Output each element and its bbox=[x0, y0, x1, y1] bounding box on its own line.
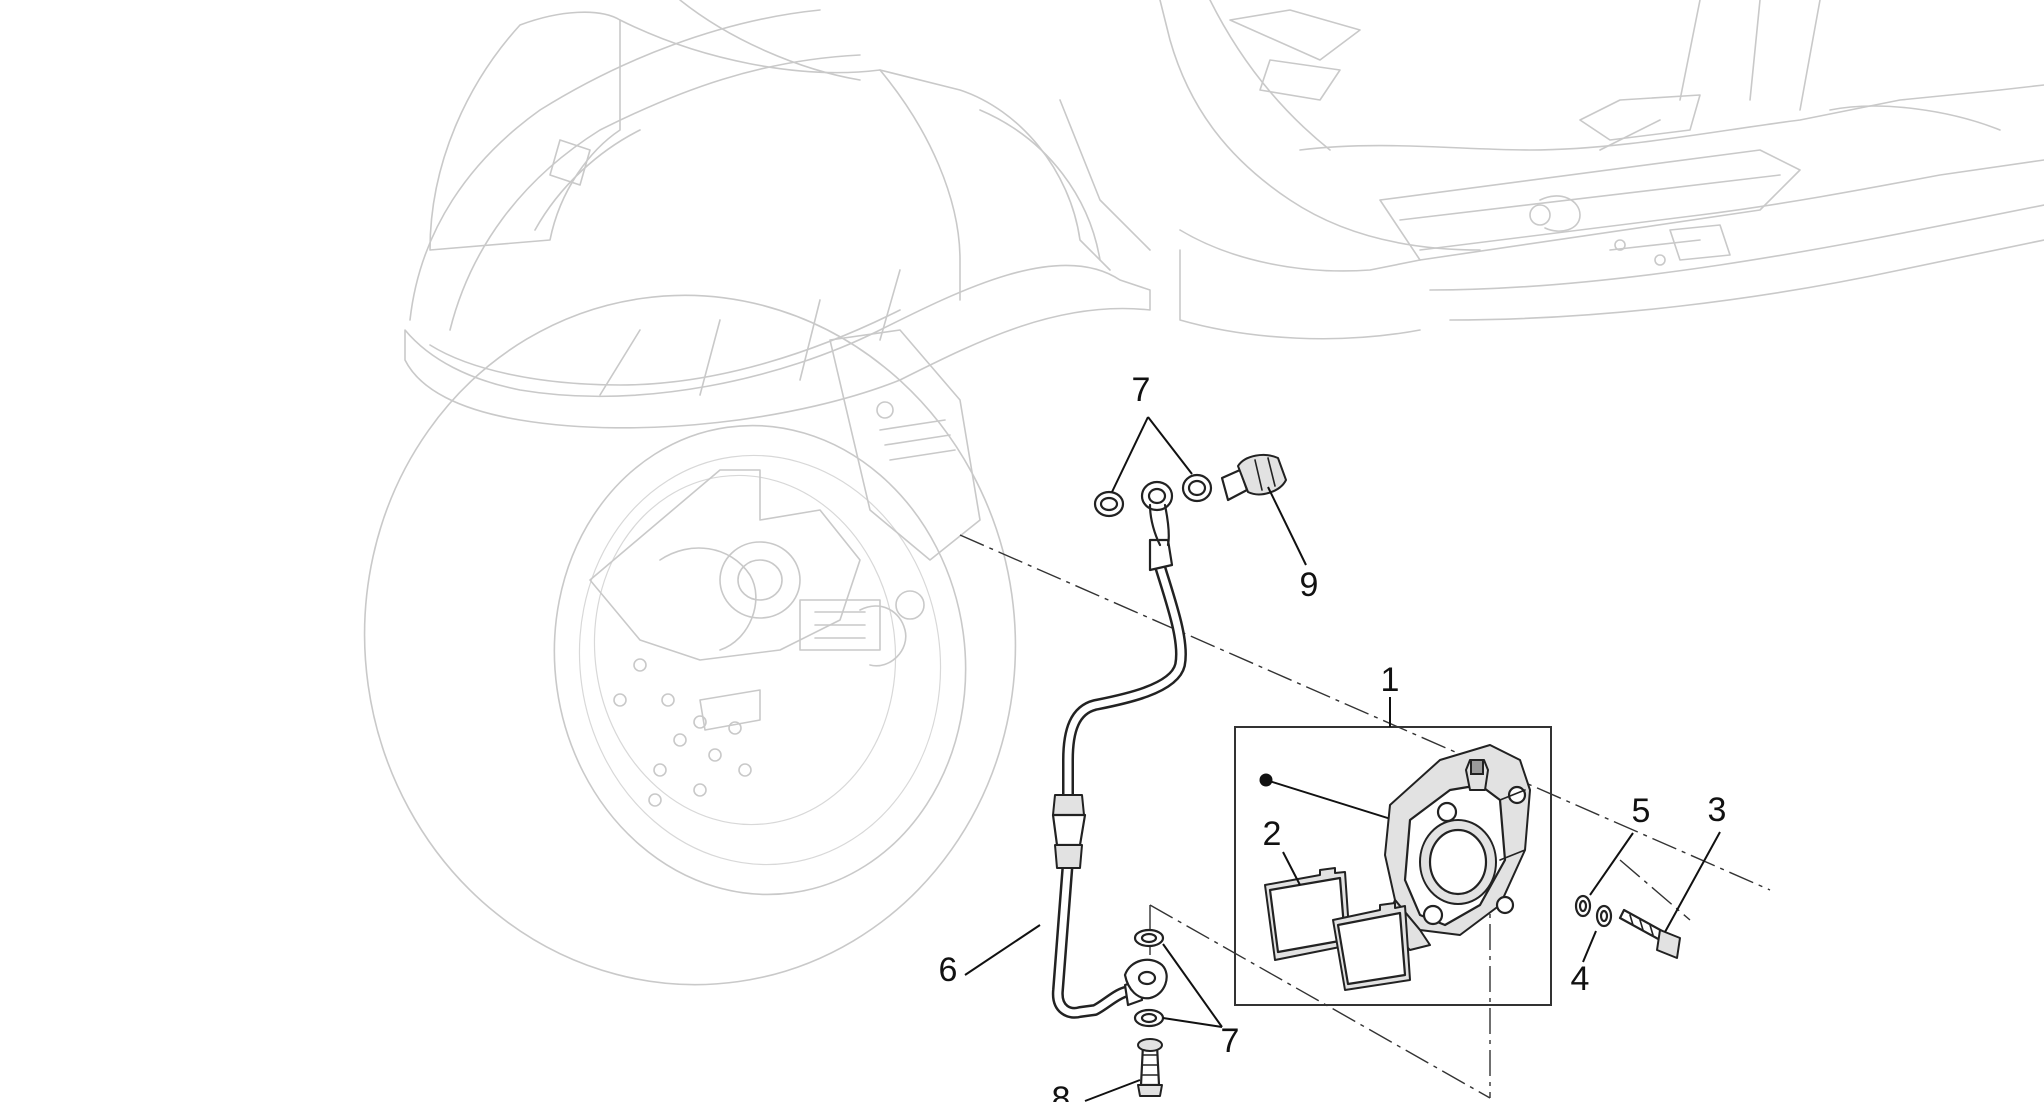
callout-9: 9 bbox=[1300, 566, 1319, 604]
brake-caliper bbox=[1384, 744, 1531, 951]
upper-banjo-fitting bbox=[1093, 473, 1213, 547]
callout-5: 5 bbox=[1632, 792, 1651, 830]
leader-lines bbox=[964, 416, 1721, 1102]
callout-3: 3 bbox=[1708, 791, 1727, 829]
brake-pads bbox=[1264, 867, 1411, 991]
scooter-background-outline bbox=[363, 0, 2044, 986]
lower-banjo-fitting bbox=[1123, 928, 1168, 1028]
callout-2: 2 bbox=[1263, 815, 1282, 853]
callout-6: 6 bbox=[939, 951, 958, 989]
caliper-kit-box bbox=[1234, 726, 1552, 1006]
callout-7-upper: 7 bbox=[1132, 371, 1151, 409]
callout-4: 4 bbox=[1571, 960, 1590, 998]
banjo-bolt-lower bbox=[1137, 1038, 1163, 1097]
callout-1: 1 bbox=[1381, 661, 1400, 699]
caliper-bolt-and-washers bbox=[1574, 894, 1681, 959]
banjo-bolt-upper bbox=[1220, 453, 1287, 502]
callout-8: 8 bbox=[1052, 1080, 1071, 1102]
callout-labels: 1 2 3 4 5 6 7 7 8 9 bbox=[939, 371, 1727, 1102]
callout-7-lower: 7 bbox=[1221, 1022, 1240, 1060]
